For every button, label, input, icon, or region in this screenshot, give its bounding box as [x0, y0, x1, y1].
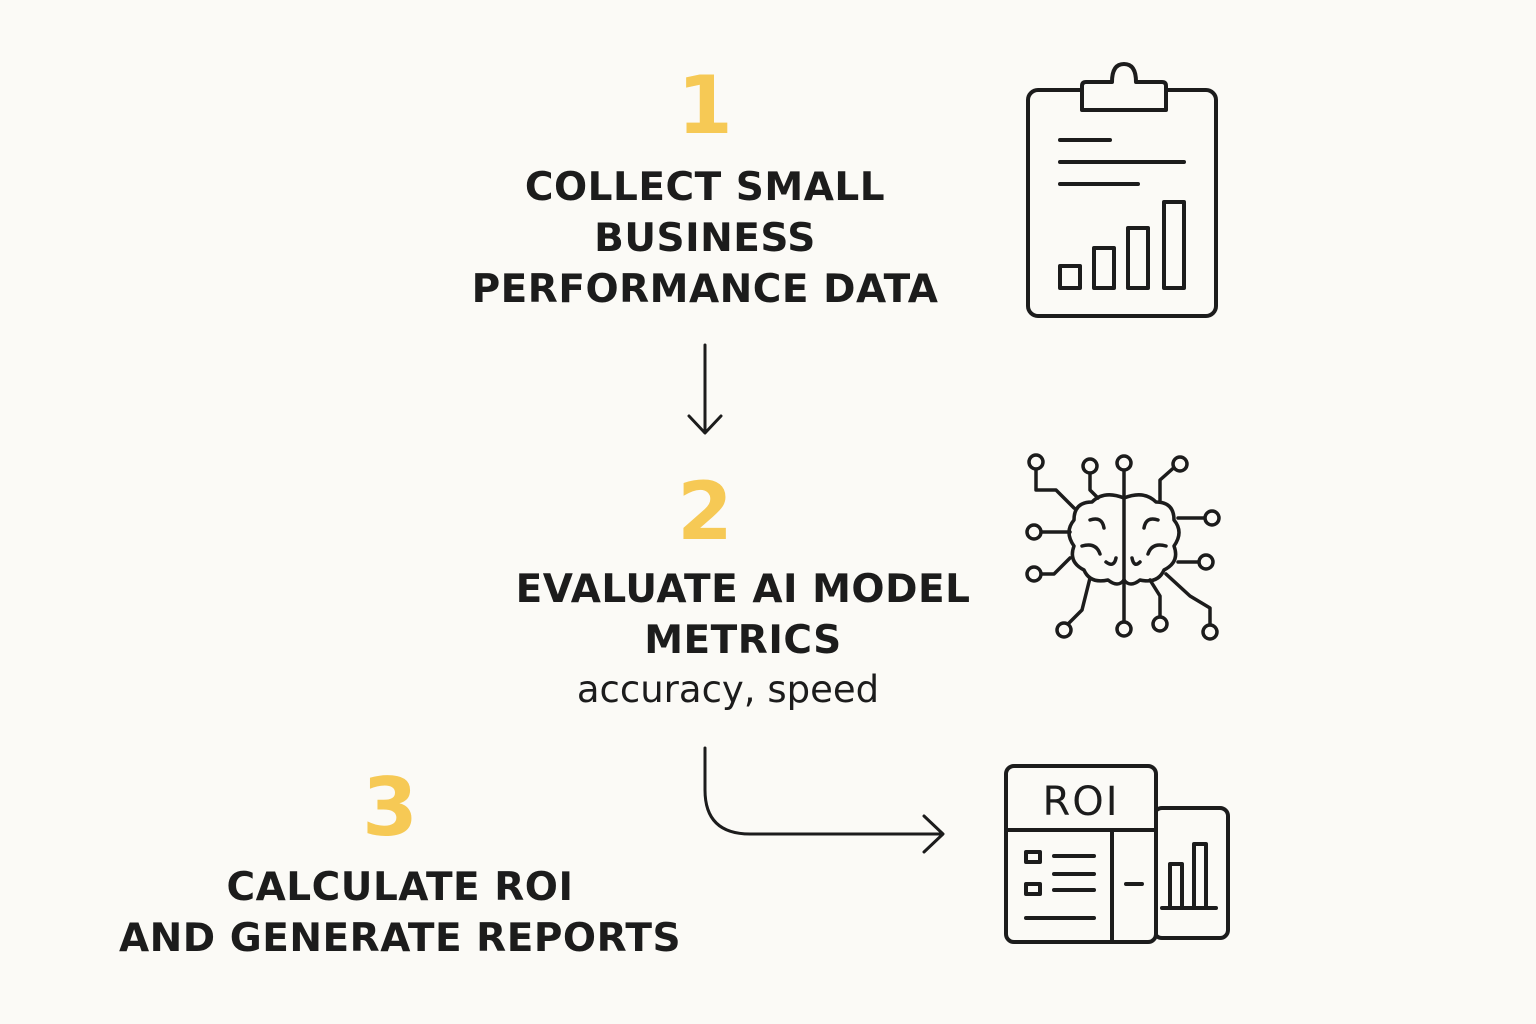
step-2-title-line: METRICS: [644, 618, 842, 663]
step-2-subtitle: accuracy, speed: [576, 668, 880, 711]
step-1-number: 1: [677, 59, 733, 152]
step-3-title-line: CALCULATE ROI: [226, 865, 574, 910]
step-1-title: COLLECT SMALL BUSINESS PERFORMANCE DATA: [455, 162, 955, 315]
down-arrow: [687, 343, 723, 435]
step-1-title-line: PERFORMANCE DATA: [471, 267, 939, 312]
step-3-title: CALCULATE ROI AND GENERATE REPORTS: [90, 862, 710, 964]
step-1-title-line: BUSINESS: [594, 216, 816, 261]
step-2-title: EVALUATE AI MODEL METRICS: [443, 564, 1043, 666]
step-3-title-line: AND GENERATE REPORTS: [118, 916, 682, 961]
roi-report-icon-graphic: [1004, 764, 1230, 944]
roi-label: ROI: [1042, 779, 1120, 825]
curved-right-arrow: [703, 746, 945, 854]
clipboard-chart-icon: [1026, 62, 1218, 318]
ai-brain-circuit-icon: [1025, 453, 1221, 641]
step-3-number: 3: [362, 761, 418, 854]
step-1-title-line: COLLECT SMALL: [524, 165, 886, 210]
roi-report-icon: ROI: [1000, 760, 1240, 950]
step-2-title-line: EVALUATE AI MODEL: [515, 567, 971, 612]
step-2-number: 2: [677, 465, 733, 558]
